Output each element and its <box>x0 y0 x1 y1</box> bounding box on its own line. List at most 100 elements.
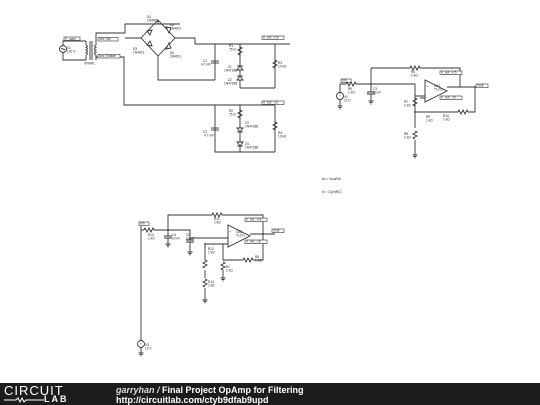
capacitor-c2[interactable] <box>211 127 219 131</box>
svg-text:1N4001: 1N4001 <box>170 55 181 59</box>
resistor-r13[interactable] <box>201 278 209 288</box>
resistor-r9[interactable] <box>457 87 476 116</box>
svg-text:XFMR1: XFMR1 <box>84 62 95 66</box>
svg-text:R8: R8 <box>255 255 259 259</box>
svg-text:C2: C2 <box>203 130 207 134</box>
svg-text:D1: D1 <box>147 15 151 19</box>
svg-text:R13: R13 <box>208 280 214 284</box>
svg-text:R7: R7 <box>226 265 230 269</box>
resistor-r4[interactable] <box>271 121 279 131</box>
bridge-rectifier[interactable] <box>125 19 215 81</box>
svg-text:1 kΩ: 1 kΩ <box>426 119 433 123</box>
svg-text:R7: R7 <box>404 100 408 104</box>
resistor-r11[interactable] <box>211 211 223 219</box>
svg-text:1N4733B: 1N4733B <box>224 69 237 73</box>
net-label-vout-1: Vout <box>477 84 483 88</box>
opamp-oa2[interactable]: + − <box>227 224 252 248</box>
svg-text:1N4733B: 1N4733B <box>245 125 258 129</box>
svg-text:1N4001: 1N4001 <box>133 51 144 55</box>
capacitor-c5[interactable] <box>186 238 194 252</box>
project-url[interactable]: http://circuitlab.com/ctyb9dfab9upd <box>116 395 269 405</box>
svg-text:R8: R8 <box>404 132 408 136</box>
svg-text:C1: C1 <box>203 59 207 63</box>
svg-text:75 Ω: 75 Ω <box>229 48 236 52</box>
svg-text:+: + <box>339 94 341 98</box>
svg-text:R3: R3 <box>278 61 282 65</box>
svg-text:V3: V3 <box>145 343 149 347</box>
svg-text:1 kΩ: 1 kΩ <box>255 259 262 263</box>
svg-text:1 kΩ: 1 kΩ <box>443 118 450 122</box>
resistor-r12[interactable] <box>201 259 209 269</box>
svg-text:1 kΩ: 1 kΩ <box>411 74 418 78</box>
resistor-r2[interactable] <box>236 108 244 120</box>
svg-text:Z3: Z3 <box>245 121 249 125</box>
resistor-r6[interactable] <box>409 64 421 72</box>
svg-text:1 kΩ: 1 kΩ <box>404 104 411 108</box>
svg-text:10 nF: 10 nF <box>186 237 194 241</box>
svg-text:D4: D4 <box>170 51 174 55</box>
svg-text:TL071: TL071 <box>434 88 443 92</box>
svg-text:Z4: Z4 <box>245 142 249 146</box>
svg-text:R5: R5 <box>348 87 352 91</box>
resistor-r15[interactable] <box>242 256 254 264</box>
resistor-r3[interactable] <box>271 59 279 69</box>
resistor-r8[interactable] <box>411 130 419 140</box>
svg-text:+: + <box>427 85 429 89</box>
title-separator: / <box>154 385 163 395</box>
circuitlab-logo[interactable]: CIRCUIT LAB <box>4 383 69 404</box>
svg-text:Z1: Z1 <box>228 65 232 69</box>
svg-text:R6: R6 <box>411 70 415 74</box>
svg-text:12 V: 12 V <box>145 347 152 351</box>
svg-text:OA2: OA2 <box>236 230 243 234</box>
svg-text:1 kΩ: 1 kΩ <box>404 136 411 140</box>
svg-text:1 kΩ: 1 kΩ <box>148 237 155 241</box>
svg-text:R9: R9 <box>426 115 430 119</box>
net-label-rail-neg: V_out_-15 <box>263 101 278 105</box>
net-label-sec-top: Sec_top <box>99 37 111 41</box>
svg-text:V_out_+15: V_out_+15 <box>246 218 262 222</box>
svg-text:R4: R4 <box>278 131 282 135</box>
resistor-r10[interactable] <box>143 226 155 234</box>
capacitor-c3[interactable] <box>367 84 375 101</box>
svg-text:V1: V1 <box>67 46 71 50</box>
svg-text:1N4001: 1N4001 <box>147 19 158 23</box>
svg-text:1 kΩ: 1 kΩ <box>208 251 215 255</box>
schematic-canvas[interactable]: V_main V1 120 V XFMR1 Sec_top Sec_bottom… <box>0 0 540 383</box>
opamp-oa1[interactable]: + − <box>424 79 449 103</box>
svg-text:75 Ω: 75 Ω <box>229 113 236 117</box>
resistor-r5[interactable] <box>345 80 357 88</box>
svg-text:C4: C4 <box>172 233 176 237</box>
net-label-v-main: V_main <box>65 37 76 41</box>
ac-source-main[interactable] <box>59 40 87 61</box>
svg-text:C3: C3 <box>373 87 377 91</box>
svg-text:−: − <box>230 241 232 245</box>
svg-text:10 kΩ: 10 kΩ <box>278 135 287 139</box>
zener-z1[interactable] <box>236 65 244 81</box>
resistor-r1[interactable] <box>236 44 244 58</box>
svg-text:10 nF: 10 nF <box>172 237 180 241</box>
svg-text:C5: C5 <box>186 233 190 237</box>
svg-text:12 V: 12 V <box>344 99 351 103</box>
capacitor-c4[interactable] <box>164 230 172 244</box>
svg-text:V_out_+15: V_out_+15 <box>441 71 457 75</box>
note-gain: Av = Vout/Vin <box>322 177 341 181</box>
project-title: Final Project OpAmp for Filtering <box>162 385 304 395</box>
zener-z3[interactable] <box>236 127 244 147</box>
note-fc: fc = 1/(2πRC) <box>322 190 341 194</box>
svg-text:4.7 mF: 4.7 mF <box>204 134 214 138</box>
resistor-r14[interactable] <box>219 261 227 278</box>
source-v2[interactable]: + <box>336 92 344 100</box>
svg-text:10 kΩ: 10 kΩ <box>278 65 287 69</box>
svg-text:V_out_-15: V_out_-15 <box>246 240 261 244</box>
author-link[interactable]: garryhan <box>116 385 155 395</box>
svg-text:1 kΩ: 1 kΩ <box>214 221 221 225</box>
transformer[interactable] <box>84 41 98 60</box>
svg-text:+: + <box>230 230 232 234</box>
svg-text:1N4733B: 1N4733B <box>245 146 258 150</box>
project-title-line: garryhan / Final Project OpAmp for Filte… <box>116 385 304 395</box>
resistor-r7[interactable] <box>411 97 419 107</box>
footer-bar: CIRCUIT LAB garryhan / Final Project OpA… <box>0 383 540 405</box>
capacitor-c1[interactable] <box>211 60 219 64</box>
svg-text:D2: D2 <box>170 23 174 27</box>
source-v3[interactable]: + <box>137 340 145 348</box>
